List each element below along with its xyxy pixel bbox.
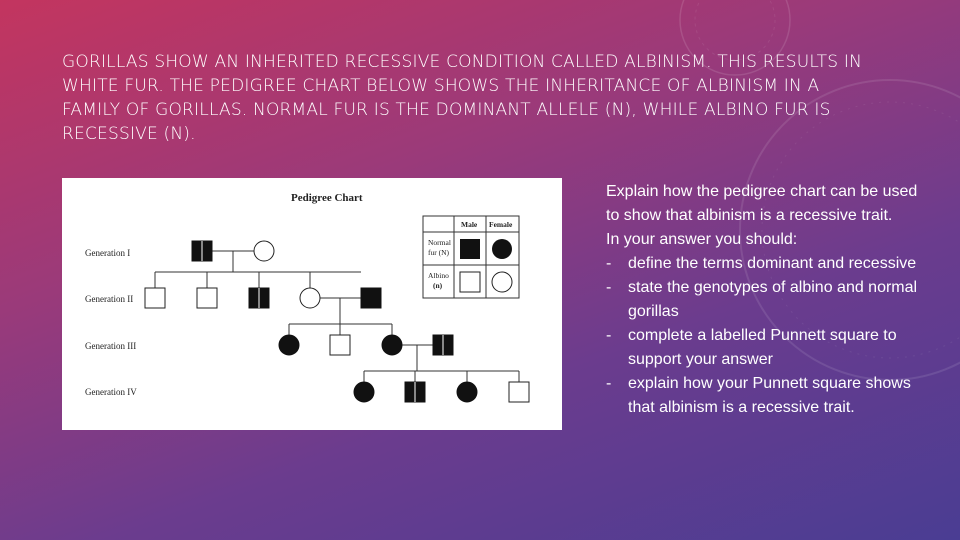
bullet-dash: - <box>606 327 612 344</box>
pedigree-male-gen2-1 <box>144 287 166 309</box>
bullet-text: explain how your Punnett square shows th… <box>628 375 911 416</box>
decor-ring-dashed <box>694 0 776 61</box>
pedigree-female-gen3-1-affected <box>278 334 300 356</box>
bullet-dash: - <box>606 375 612 392</box>
key-male-header: Male <box>461 220 478 229</box>
instruction-bullet: -complete a labelled Punnett square to s… <box>606 324 926 372</box>
instruction-line-1: Explain how the pedigree chart can be us… <box>606 183 918 224</box>
instruction-bullet-list: -define the terms dominant and recessive… <box>606 252 926 420</box>
pedigree-male-gen4-4 <box>508 381 530 403</box>
bullet-text: complete a labelled Punnett square to su… <box>628 327 897 368</box>
pedigree-female-gen2 <box>299 287 321 309</box>
pedigree-chart-image: Pedigree Chart Generation I Generation I… <box>62 178 562 430</box>
pedigree-key: Male Female Normal fur (N) Albino (n) <box>422 215 520 299</box>
pedigree-male-gen2-2 <box>196 287 218 309</box>
generation-label-1: Generation I <box>85 248 130 258</box>
instruction-bullet: - state the genotypes of albino and norm… <box>606 276 926 324</box>
instruction-bullet: -explain how your Punnett square shows t… <box>606 372 926 420</box>
slide-title: GORILLAS SHOW AN INHERITED RECESSIVE CON… <box>62 52 862 144</box>
bullet-dash: - <box>606 255 612 272</box>
generation-label-4: Generation IV <box>85 387 137 397</box>
decor-ring-small <box>679 0 791 76</box>
key-normal-label-1: Normal <box>428 238 451 247</box>
bullet-text: state the genotypes of albino and normal… <box>628 279 918 320</box>
key-normal-male-symbol <box>460 239 480 259</box>
decor-ring-ticks <box>761 101 960 359</box>
key-albino-female-symbol <box>491 271 513 293</box>
pedigree-female-gen4-1-affected <box>353 381 375 403</box>
key-normal-female-symbol <box>492 239 512 259</box>
instruction-line-2: In your answer you should: <box>606 231 798 248</box>
pedigree-female-gen1 <box>253 240 275 262</box>
pedigree-chart-svg: Pedigree Chart Generation I Generation I… <box>85 192 530 403</box>
generation-label-3: Generation III <box>85 341 136 351</box>
decor-ring-large <box>739 79 960 381</box>
key-normal-label-2: fur (N) <box>428 248 450 257</box>
instruction-bullet: -define the terms dominant and recessive <box>606 252 926 276</box>
instructions-panel: Explain how the pedigree chart can be us… <box>606 180 926 420</box>
pedigree-lines <box>154 250 520 382</box>
key-albino-label-2: (n) <box>433 281 443 290</box>
pedigree-male-gen2-5-affected <box>360 287 382 309</box>
key-albino-male-symbol <box>459 271 481 293</box>
key-female-header: Female <box>489 220 513 229</box>
pedigree-female-gen4-3-affected <box>456 381 478 403</box>
bullet-text: define the terms dominant and recessive <box>628 255 917 272</box>
generation-label-2: Generation II <box>85 294 133 304</box>
pedigree-male-gen3-2 <box>329 334 351 356</box>
bullet-dash: - <box>606 279 612 296</box>
pedigree-female-gen3-3-affected <box>381 334 403 356</box>
key-albino-label-1: Albino <box>428 271 449 280</box>
pedigree-heading: Pedigree Chart <box>291 192 363 204</box>
